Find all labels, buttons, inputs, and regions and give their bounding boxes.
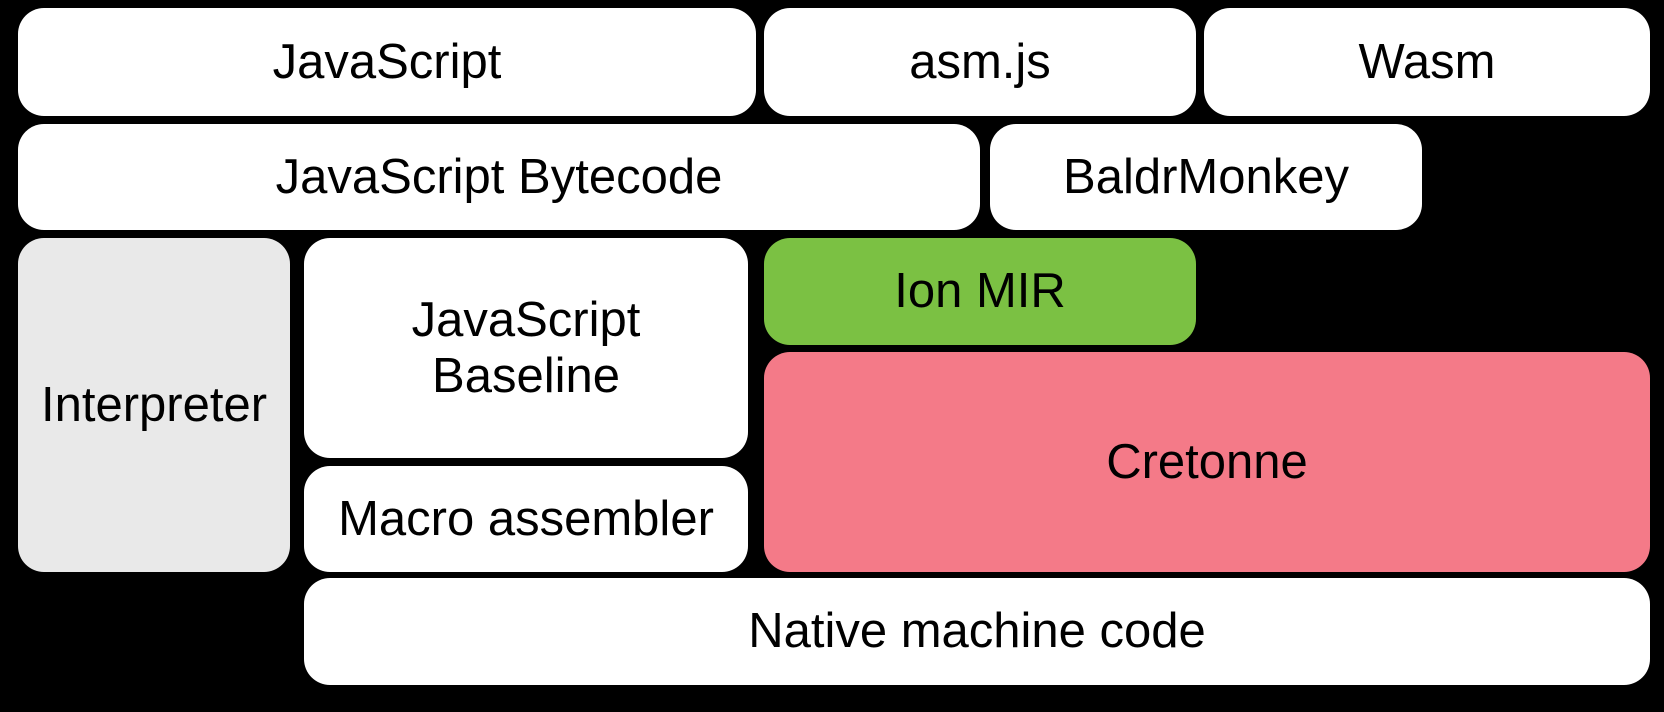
box-ion-mir: Ion MIR (764, 238, 1196, 345)
box-macro-assembler-label: Macro assembler (338, 491, 714, 546)
box-javascript-baseline: JavaScript Baseline (304, 238, 748, 458)
box-cretonne-label: Cretonne (1106, 434, 1308, 489)
box-macro-assembler: Macro assembler (304, 466, 748, 572)
box-asm-js-label: asm.js (909, 34, 1051, 89)
box-native-machine-code: Native machine code (304, 578, 1650, 685)
box-interpreter-label: Interpreter (40, 377, 268, 432)
box-wasm-label: Wasm (1358, 34, 1496, 89)
box-javascript-bytecode-label: JavaScript Bytecode (275, 149, 723, 204)
box-cretonne: Cretonne (764, 352, 1650, 572)
box-javascript: JavaScript (18, 8, 756, 116)
box-asm-js: asm.js (764, 8, 1196, 116)
box-javascript-label: JavaScript (272, 34, 502, 89)
box-wasm: Wasm (1204, 8, 1650, 116)
box-native-machine-code-label: Native machine code (748, 604, 1206, 659)
box-interpreter: Interpreter (18, 238, 290, 572)
box-ion-mir-label: Ion MIR (894, 264, 1066, 319)
box-javascript-bytecode: JavaScript Bytecode (18, 124, 980, 230)
box-baldrmonkey: BaldrMonkey (990, 124, 1422, 230)
box-baldrmonkey-label: BaldrMonkey (1063, 149, 1349, 204)
box-javascript-baseline-label: JavaScript Baseline (411, 292, 641, 403)
